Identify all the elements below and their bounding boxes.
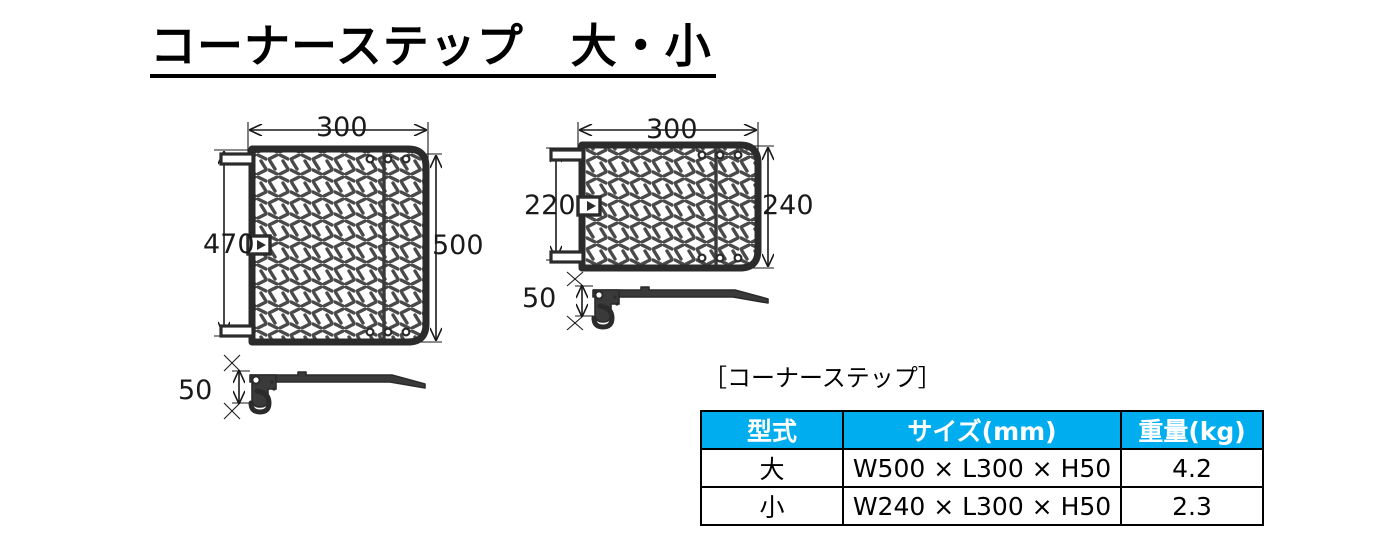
dim-small-height-right: 240 [762, 190, 814, 221]
page-title: コーナーステップ 大・小 [150, 19, 712, 73]
dim-large-width-top: 300 [316, 112, 368, 143]
dim-small-side-height: 50 [522, 283, 557, 314]
title-underline [150, 73, 716, 78]
cell-weight-small: 2.3 [1120, 486, 1264, 526]
spec-table: 型式 サイズ(mm) 重量(kg) 大 W500 × L300 × H50 4.… [700, 410, 1264, 526]
dim-small-height-left: 220 [524, 190, 576, 221]
cell-model-large: 大 [700, 448, 844, 488]
dim-large-height-right: 500 [432, 230, 484, 261]
drawing-large-side-view [223, 354, 426, 420]
drawing-small-side-view [566, 271, 769, 331]
table-header-size: サイズ(mm) [842, 410, 1122, 450]
page-title-block: コーナーステップ 大・小 [150, 19, 716, 78]
dim-large-height-left: 470 [203, 229, 255, 260]
cell-weight-large: 4.2 [1120, 448, 1264, 488]
table-header-weight: 重量(kg) [1120, 410, 1264, 450]
cell-size-small: W240 × L300 × H50 [842, 486, 1122, 526]
dim-small-width-top: 300 [646, 114, 698, 145]
cell-size-large: W500 × L300 × H50 [842, 448, 1122, 488]
table-row: 大 W500 × L300 × H50 4.2 [700, 448, 1264, 488]
dim-large-side-height: 50 [178, 375, 213, 406]
cell-model-small: 小 [700, 486, 844, 526]
drawing-large-plan-view [214, 122, 442, 346]
table-row: 小 W240 × L300 × H50 2.3 [700, 486, 1264, 526]
table-header-model: 型式 [700, 410, 844, 450]
drawing-small-plan-view [546, 122, 774, 272]
table-header-row: 型式 サイズ(mm) 重量(kg) [700, 410, 1264, 450]
spec-table-label: ［コーナーステップ］ [703, 364, 942, 392]
